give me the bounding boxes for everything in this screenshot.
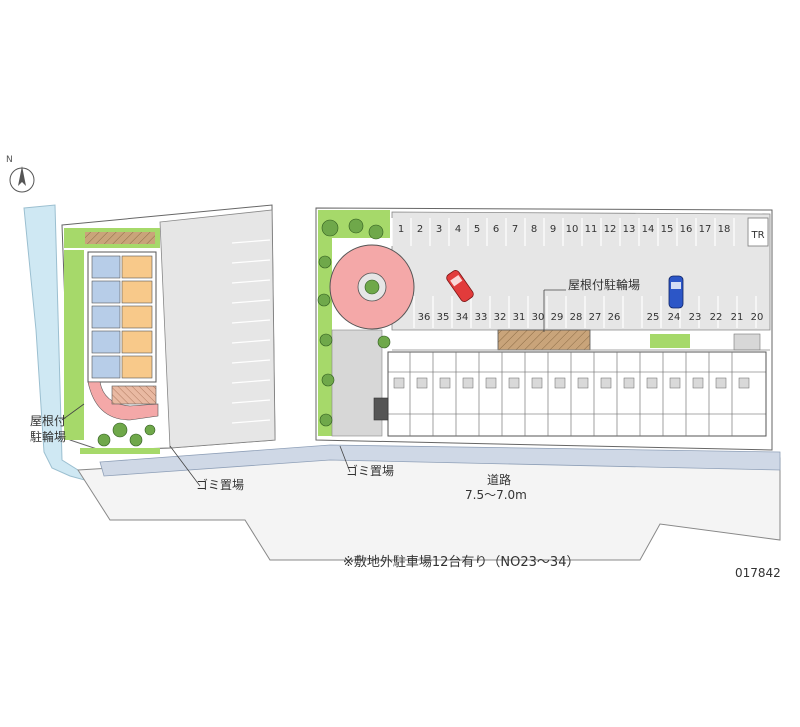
car-blue bbox=[668, 275, 684, 309]
stall-number: 1 bbox=[398, 224, 404, 235]
stall-number: 10 bbox=[566, 224, 579, 235]
stall-numbers-top: 1 2 3 4 5 6 7 8 9 10 11 12 13 14 15 16 1… bbox=[398, 224, 765, 241]
left-lot bbox=[61, 204, 276, 454]
stall-number: 14 bbox=[642, 224, 655, 235]
stall-number: 23 bbox=[689, 312, 702, 323]
bike-parking-label-right: 屋根付駐輪場 bbox=[568, 278, 641, 292]
stall-number: 36 bbox=[418, 312, 431, 323]
stall-number: 15 bbox=[661, 224, 674, 235]
garbage-label-left: ゴミ置場 bbox=[196, 478, 245, 492]
garbage-label-right: ゴミ置場 bbox=[346, 464, 395, 478]
stall-number: 35 bbox=[437, 312, 450, 323]
stall-number: 11 bbox=[585, 224, 598, 235]
stall-number: 9 bbox=[550, 224, 556, 235]
stall-number: 16 bbox=[680, 224, 693, 235]
stall-number: 29 bbox=[551, 312, 564, 323]
stall-number: 21 bbox=[731, 312, 744, 323]
stall-number: 24 bbox=[668, 312, 681, 323]
stall-number: 4 bbox=[455, 224, 461, 235]
stall-number: TR bbox=[750, 230, 764, 241]
bike-parking-label-left-line1: 屋根付 bbox=[30, 414, 67, 428]
stall-number: 32 bbox=[494, 312, 507, 323]
stall-number: 6 bbox=[493, 224, 499, 235]
bike-parking-label-left-line2: 駐輪場 bbox=[30, 430, 67, 444]
stall-numbers-bottom: 36 35 34 33 32 31 30 29 28 27 26 25 24 2… bbox=[418, 312, 764, 323]
stall-number: 28 bbox=[570, 312, 583, 323]
property-code: 017842 bbox=[735, 566, 781, 580]
stall-number: 7 bbox=[512, 224, 518, 235]
offsite-parking-note: ※敷地外駐車場12台有り（NO23〜34） bbox=[343, 555, 580, 570]
right-lot bbox=[315, 207, 773, 451]
stall-number: 34 bbox=[456, 312, 469, 323]
stall-number: 25 bbox=[647, 312, 660, 323]
stall-number: 22 bbox=[710, 312, 723, 323]
compass-icon: N bbox=[6, 155, 35, 193]
stall-number: 26 bbox=[608, 312, 621, 323]
stall-number: 30 bbox=[532, 312, 545, 323]
road-name-label: 道路 bbox=[487, 473, 512, 487]
stall-number: 31 bbox=[513, 312, 526, 323]
road-width-label: 7.5〜7.0m bbox=[465, 488, 527, 502]
stall-number: 2 bbox=[417, 224, 423, 235]
stall-number: 3 bbox=[436, 224, 442, 235]
stall-number: 33 bbox=[475, 312, 488, 323]
stall-number: 20 bbox=[751, 312, 764, 323]
svg-text:N: N bbox=[6, 155, 13, 165]
stall-number: 5 bbox=[474, 224, 480, 235]
stall-number: 27 bbox=[589, 312, 602, 323]
stall-number: 13 bbox=[623, 224, 636, 235]
road-edge bbox=[99, 444, 781, 477]
stall-number: 8 bbox=[531, 224, 537, 235]
stall-number: 12 bbox=[604, 224, 617, 235]
stall-number: 17 bbox=[699, 224, 712, 235]
stall-number: 18 bbox=[718, 224, 731, 235]
car-red bbox=[446, 270, 474, 302]
